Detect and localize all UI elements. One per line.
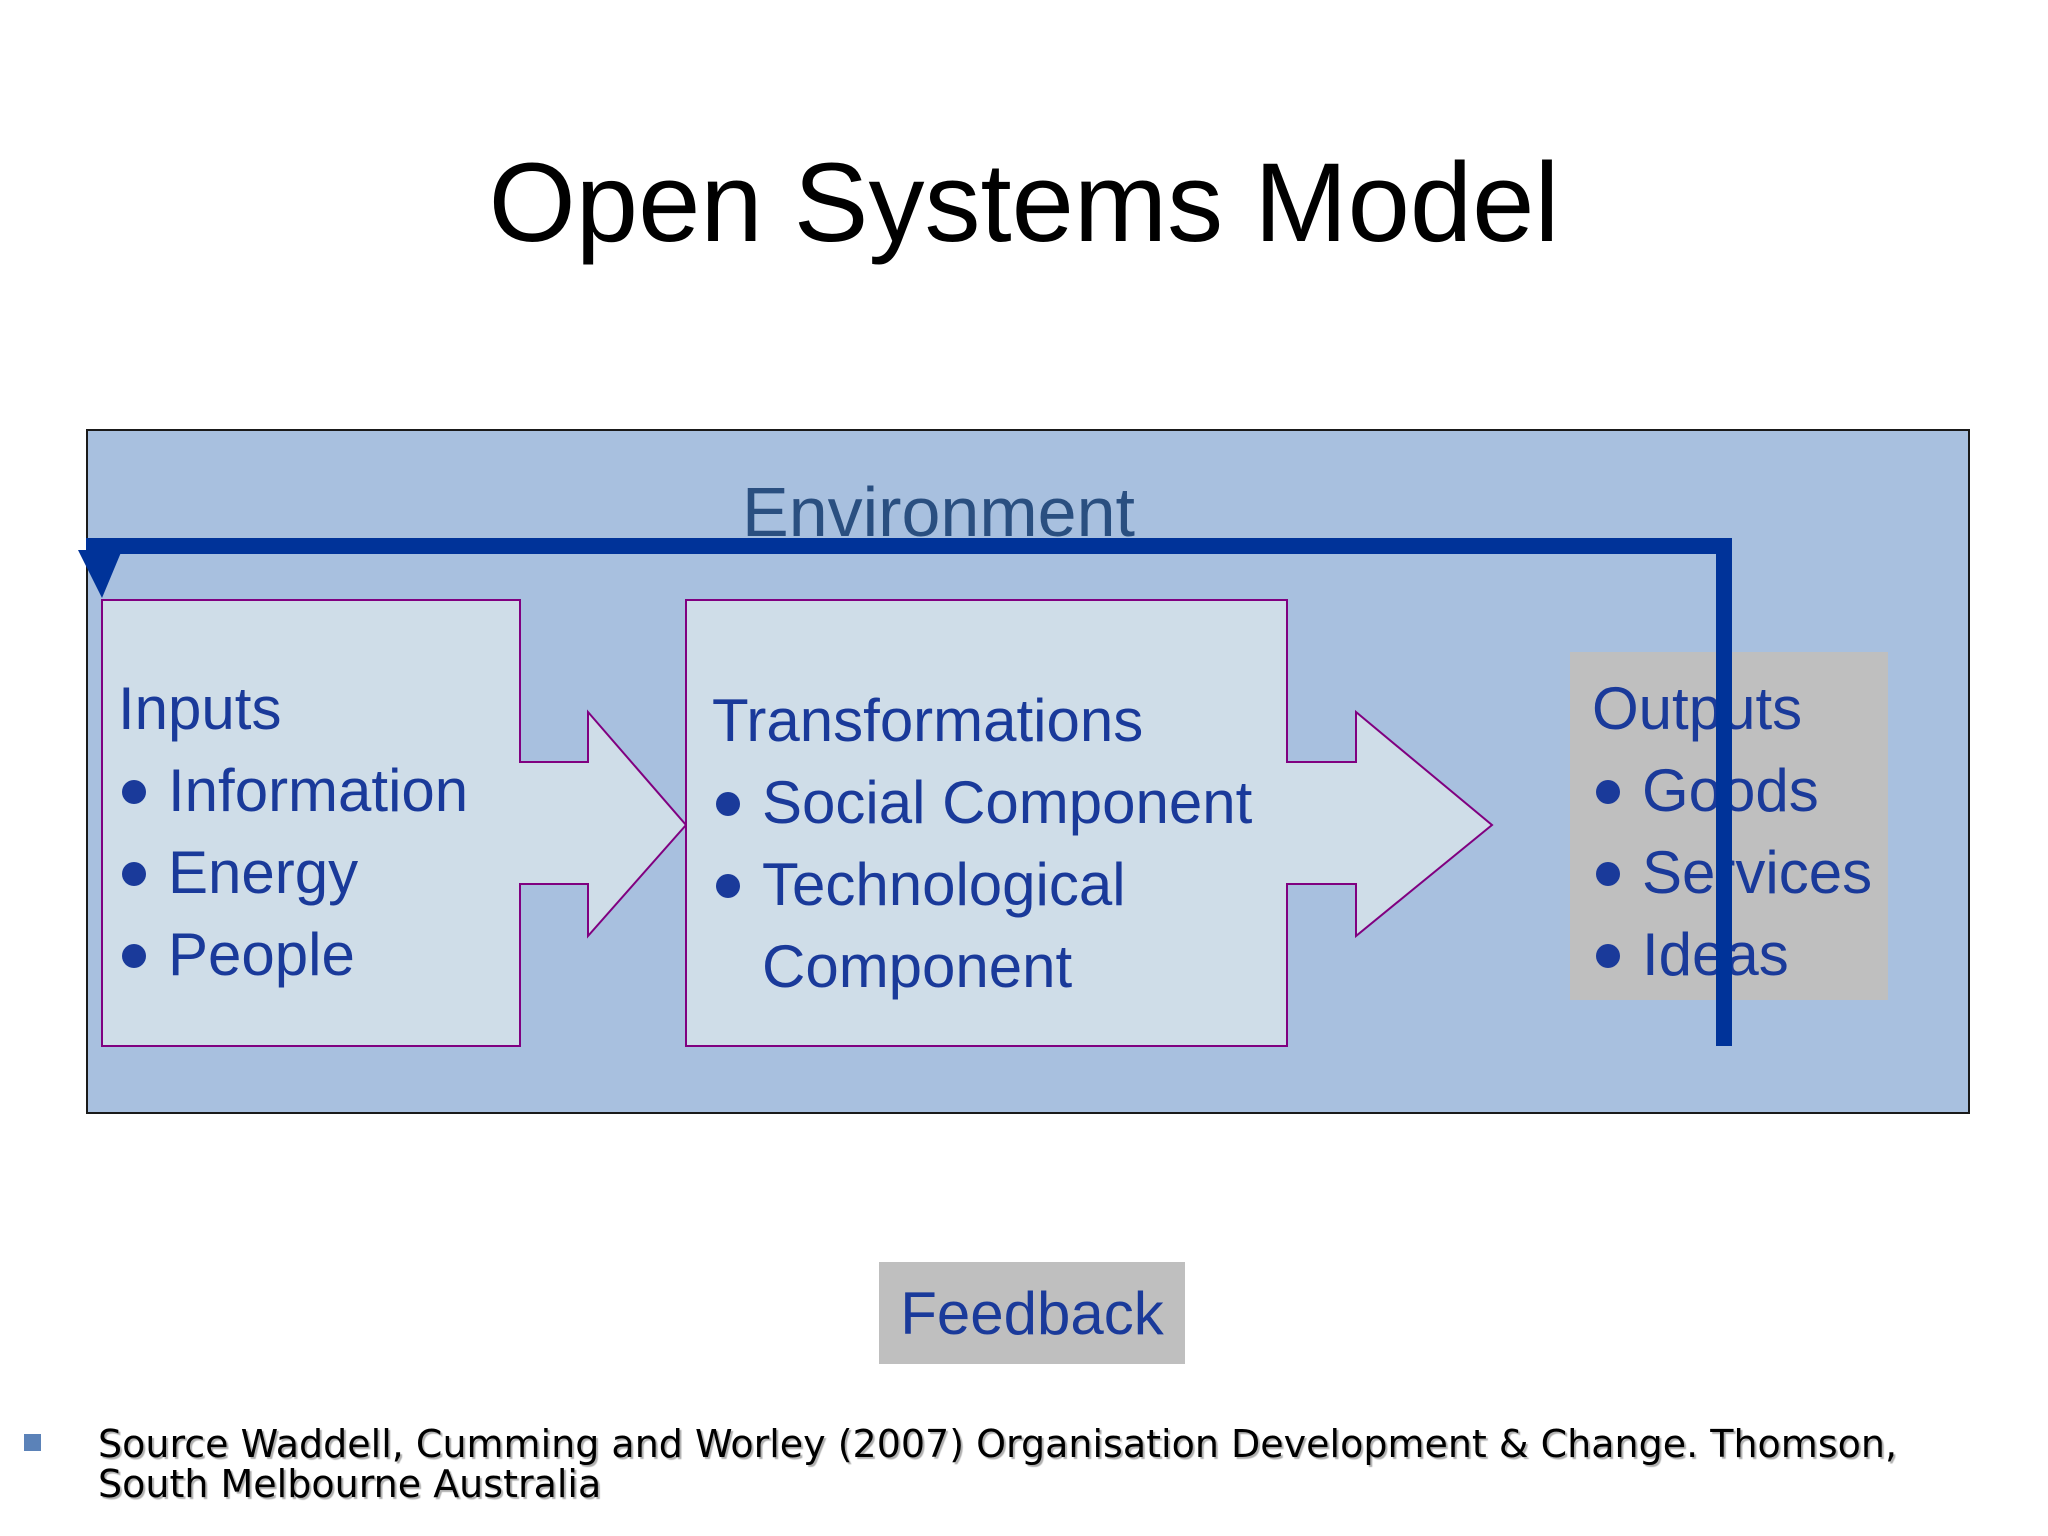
transformations-arrow-shape [685,599,1494,1047]
source-citation: Source Waddell, Cumming and Worley (2007… [98,1422,1898,1506]
outputs-list: Goods Services Ideas [1592,750,1872,996]
list-item: Information [118,750,468,832]
inputs-item-label: Energy [168,839,359,906]
bullet-icon [1596,780,1620,804]
inputs-block: Inputs Information Energy People [118,668,468,996]
transformations-heading: Transformations [712,687,1144,754]
inputs-heading: Inputs [118,675,282,742]
list-item: Goods [1592,750,1872,832]
feedback-box: Feedback [879,1262,1185,1364]
bullet-icon [122,780,146,804]
list-item: Ideas [1592,914,1872,996]
list-item: People [118,914,468,996]
list-item: Services [1592,832,1872,914]
outputs-item-label: Goods [1642,757,1819,824]
outputs-heading: Outputs [1592,675,1803,742]
bullet-icon [716,792,740,816]
feedback-label: Feedback [900,1279,1164,1347]
transformations-item-label: Social Component [762,769,1253,836]
outputs-block: Outputs Goods Services Ideas [1592,668,1872,996]
bullet-icon [1596,862,1620,886]
transformations-list: Social Component Technological Component [712,762,1252,1008]
transformations-item-label: Technological Component [762,851,1126,1000]
bullet-icon [716,874,740,898]
list-item: Technological Component [712,844,1182,1008]
inputs-item-label: Information [168,757,469,824]
bullet-icon [122,862,146,886]
bullet-icon [122,944,146,968]
environment-label: Environment [742,473,1135,551]
inputs-arrow-shape [101,599,688,1047]
square-bullet-icon [24,1434,41,1451]
feedback-arrowhead [78,550,122,598]
transformations-block: Transformations Social Component Technol… [712,680,1252,1008]
list-item: Social Component [712,762,1252,844]
list-item: Energy [118,832,468,914]
inputs-list: Information Energy People [118,750,468,996]
inputs-item-label: People [168,921,355,988]
outputs-item-label: Services [1642,839,1873,906]
bullet-icon [1596,944,1620,968]
slide-title: Open Systems Model [488,140,1560,265]
outputs-item-label: Ideas [1642,921,1789,988]
